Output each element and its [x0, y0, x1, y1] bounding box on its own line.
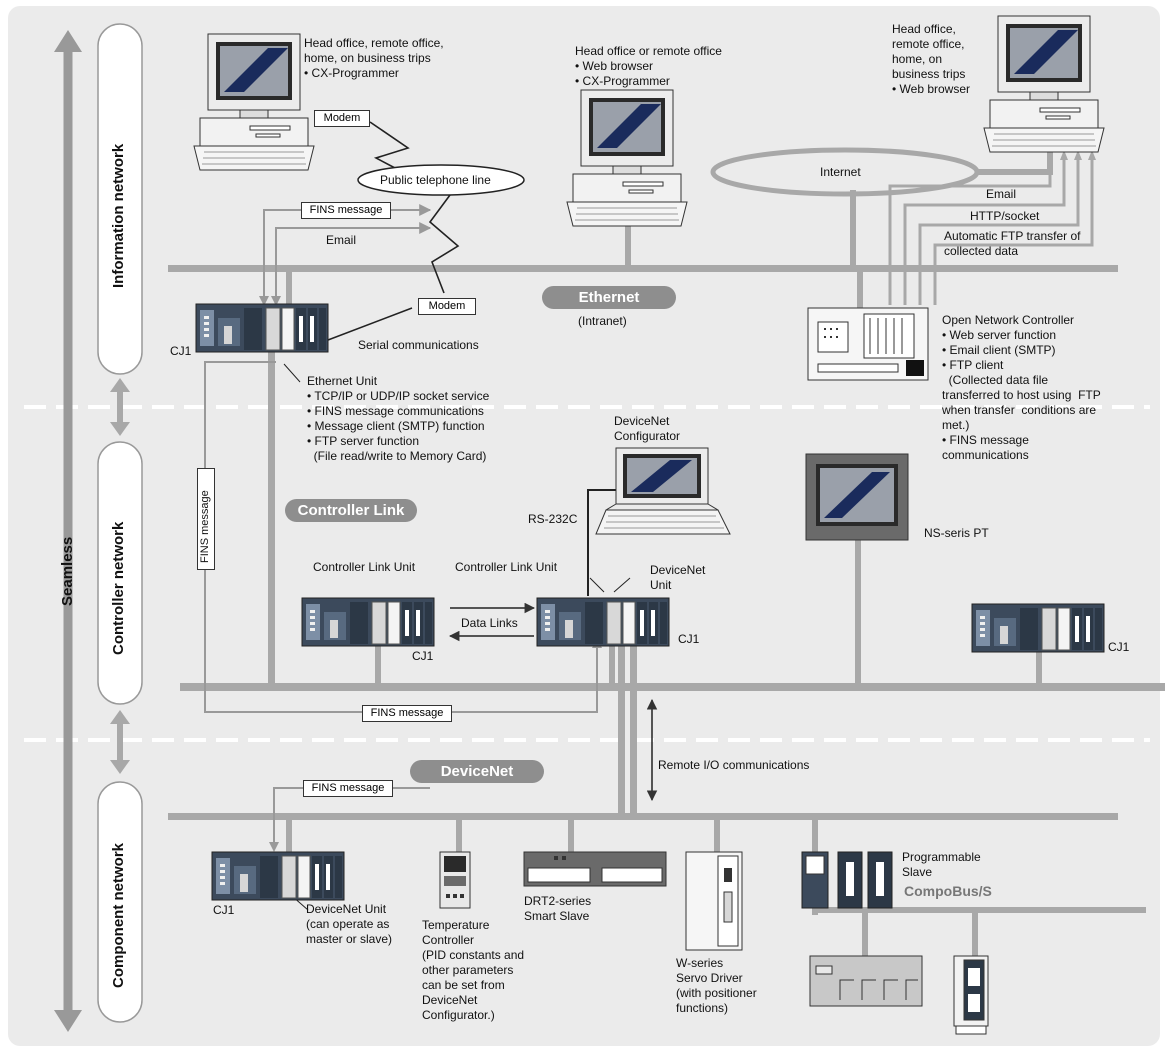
temperature-controller-label: Temperature Controller (PID constants an… — [422, 918, 525, 1022]
internet-label: Internet — [820, 165, 861, 179]
cj1-label: CJ1 — [170, 344, 192, 358]
devicenet-pill: DeviceNet — [410, 760, 544, 783]
controller-link-unit-label: Controller Link Unit — [313, 560, 416, 574]
fins-message-box: FINS message — [301, 202, 391, 219]
pc-label-2: Head office or remote office • Web brows… — [575, 44, 722, 88]
cj1-label: CJ1 — [678, 632, 700, 646]
cj1-label: CJ1 — [213, 903, 235, 917]
ftp-auto-label: Automatic FTP transfer of collected data — [944, 229, 1081, 258]
w-series-servo-label: W-series Servo Driver (with positioner f… — [676, 956, 757, 1015]
compobus-label: CompoBus/S — [904, 883, 992, 899]
pc-label-3: Head office, remote office, home, on bus… — [892, 22, 971, 96]
fins-message-box: FINS message — [303, 780, 393, 797]
http-socket-label: HTTP/socket — [970, 209, 1040, 223]
programmable-slave-label: Programmable Slave — [902, 850, 981, 879]
rs232c-label: RS-232C — [528, 512, 578, 526]
controller-link-unit-label: Controller Link Unit — [455, 560, 558, 574]
ethernet-pill: Ethernet — [542, 286, 676, 309]
open-network-controller-label: Open Network Controller • Web server fun… — [942, 313, 1101, 462]
information-network-label: Information network — [110, 143, 127, 288]
pc-label-1: Head office, remote office, home, on bus… — [304, 36, 444, 80]
seamless-label: Seamless — [59, 536, 76, 606]
remote-io-label: Remote I/O communications — [658, 758, 810, 772]
public-telephone-line-label: Public telephone line — [380, 173, 491, 187]
cj1-label: CJ1 — [412, 649, 434, 663]
controller-link-bus — [180, 683, 1165, 691]
email-label: Email — [986, 187, 1017, 201]
fins-message-box: FINS message — [362, 705, 452, 722]
controller-link-pill: Controller Link — [285, 499, 417, 522]
cj1-label: CJ1 — [1108, 640, 1130, 654]
serial-communications-label: Serial communications — [358, 338, 479, 352]
devicenet-unit-label: DeviceNet Unit (can operate as master or… — [306, 902, 393, 946]
devicenet-unit-label: DeviceNet Unit — [650, 563, 706, 592]
ns-pt-label: NS-seris PT — [924, 526, 989, 540]
ethernet-unit-label: Ethernet Unit • TCP/IP or UDP/IP socket … — [307, 374, 490, 463]
devicenet-bus — [168, 813, 1118, 820]
component-network-label: Component network — [110, 843, 127, 988]
fins-message-vertical-box: FINS message — [197, 468, 215, 570]
controller-network-label: Controller network — [110, 521, 127, 655]
fins-message-vertical-label: FINS message — [199, 490, 211, 563]
drt2-smart-slave-label: DRT2-series Smart Slave — [524, 894, 592, 923]
data-links-label: Data Links — [461, 616, 518, 630]
modem-box: Modem — [314, 110, 370, 127]
intranet-label: (Intranet) — [578, 314, 627, 328]
email-label: Email — [326, 233, 357, 247]
devicenet-configurator-label: DeviceNet Configurator — [614, 414, 681, 443]
modem-box: Modem — [418, 298, 476, 315]
ethernet-bus — [168, 265, 1118, 272]
